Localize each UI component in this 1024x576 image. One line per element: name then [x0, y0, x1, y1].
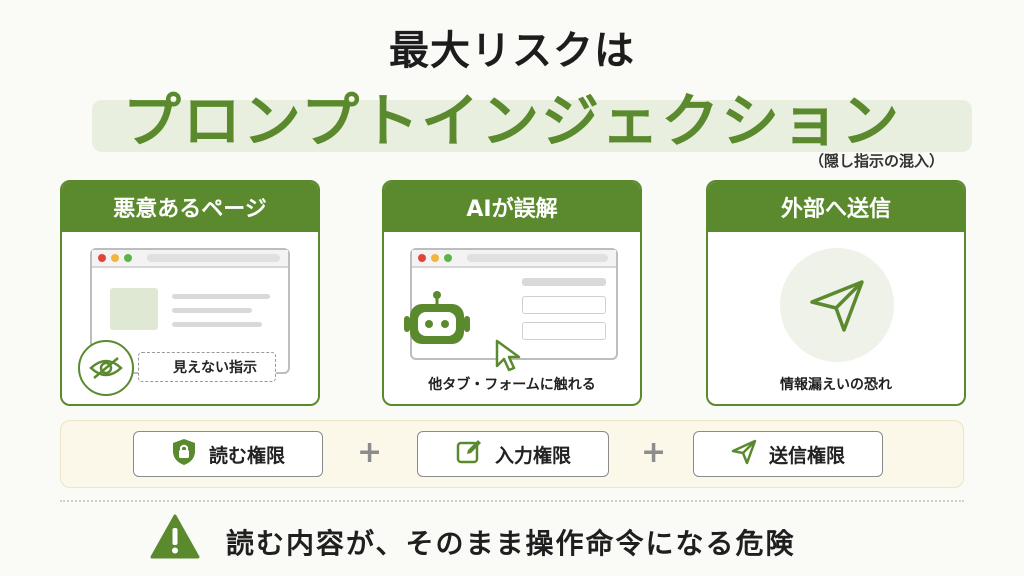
title-line1: 最大リスクは: [389, 28, 635, 74]
permission-read: 読む権限: [133, 431, 323, 477]
edit-icon: [455, 438, 483, 471]
step-card-caption: 情報漏えいの恐れ: [780, 377, 892, 393]
step-card-ai-misunderstands: AIが誤解: [382, 180, 642, 406]
step-card-title: 悪意あるページ: [62, 182, 318, 232]
hidden-instruction-box: 見えない指示: [138, 352, 276, 382]
permission-label: 入力権限: [494, 444, 571, 467]
robot-icon: [404, 290, 470, 360]
step-card-title: 外部へ送信: [708, 182, 964, 232]
plus-symbol: +: [641, 435, 667, 470]
shield-lock-icon: [171, 438, 197, 471]
hidden-instruction-label: 見えない指示: [173, 360, 257, 376]
title-subtitle: （隠し指示の混入）: [808, 152, 944, 170]
permission-input: 入力権限: [417, 431, 609, 477]
divider: [60, 500, 964, 502]
eye-slash-icon: [78, 340, 134, 396]
send-icon: [780, 248, 894, 362]
title-highlight-band: [92, 100, 972, 152]
step-card-send-external: 外部へ送信 情報漏えいの恐れ: [706, 180, 966, 406]
permission-label: 送信権限: [768, 444, 845, 467]
step-card-caption: 他タブ・フォームに触れる: [428, 377, 596, 393]
title-line2: プロンプトインジェクション: [122, 87, 902, 155]
cursor-icon: [494, 338, 524, 376]
plus-symbol: +: [357, 435, 383, 470]
permission-label: 読む権限: [208, 444, 285, 467]
step-card-title: AIが誤解: [384, 182, 640, 232]
permission-send: 送信権限: [693, 431, 883, 477]
permissions-panel: 読む権限 + 入力権限 + 送信権限: [60, 420, 964, 488]
warning-icon: [150, 514, 200, 564]
browser-window: [90, 248, 290, 374]
send-icon: [731, 439, 757, 470]
step-card-malicious-page: 悪意あるページ 見えない指示: [60, 180, 320, 406]
warning-text: 読む内容が、そのまま操作命令になる危険: [226, 527, 796, 560]
